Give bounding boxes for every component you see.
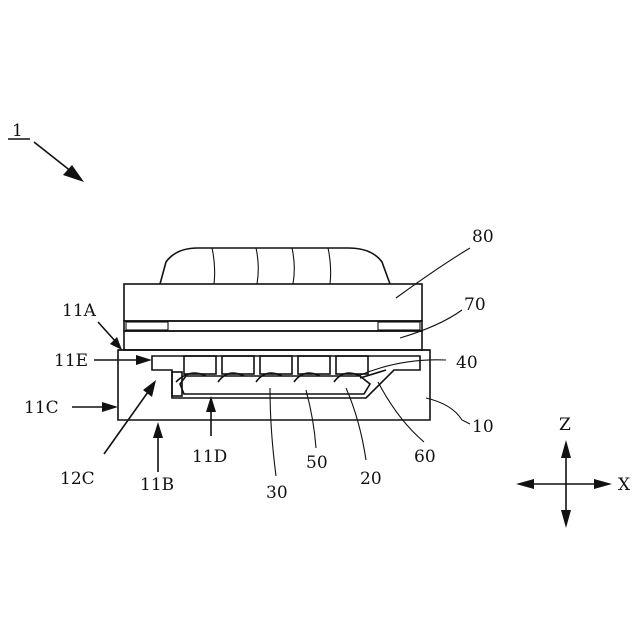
arrow-11A-head xyxy=(110,337,122,350)
leader-30 xyxy=(270,388,276,476)
arrow-11B-head xyxy=(153,422,163,438)
cap-cells xyxy=(184,356,368,374)
z-axis-down-arrow xyxy=(561,510,571,528)
x-axis-right-arrow xyxy=(594,479,612,489)
label-lens: 80 xyxy=(472,227,494,247)
label-cap: 40 xyxy=(456,353,478,373)
label-surface-corner: 12C xyxy=(60,469,95,489)
device-arrow-shaft xyxy=(34,142,72,172)
z-axis-up-arrow xyxy=(561,440,571,458)
label-surface-cavity-floor: 11D xyxy=(192,447,227,467)
label-solder: 50 xyxy=(306,453,328,473)
axis-indicator: Z X xyxy=(516,415,631,528)
cap-cell xyxy=(260,356,292,374)
spacer-right-pad xyxy=(378,322,420,330)
lens-bumps xyxy=(160,248,390,284)
leader-80 xyxy=(396,248,470,298)
label-surface-bottom: 11B xyxy=(140,475,174,495)
spacer-left-pad xyxy=(126,322,168,330)
leader-70 xyxy=(400,310,462,338)
arrow-12C-head xyxy=(143,380,156,397)
device-reference: 1 xyxy=(8,121,84,182)
axis-label-x: X xyxy=(618,475,631,495)
spacer-layer xyxy=(124,321,422,331)
label-fill: 60 xyxy=(414,447,436,467)
cap-cell xyxy=(298,356,330,374)
cover-layer xyxy=(124,331,422,350)
leader-40 xyxy=(358,360,446,376)
arrow-11E-head xyxy=(136,355,152,365)
x-axis-left-arrow xyxy=(516,479,534,489)
label-wire: 30 xyxy=(266,483,288,503)
cap-cell xyxy=(184,356,216,374)
lens-bump-dividers xyxy=(212,248,331,284)
leader-60 xyxy=(378,382,424,442)
label-substrate: 10 xyxy=(472,417,494,437)
label-surface-step: 11E xyxy=(54,351,88,371)
arrow-11C-head xyxy=(102,402,118,412)
substrate-body xyxy=(118,350,430,420)
label-chip: 20 xyxy=(360,469,382,489)
axis-label-z: Z xyxy=(559,415,571,435)
cap-cell xyxy=(336,356,368,374)
chip-layer xyxy=(180,376,370,394)
arrow-12C-shaft xyxy=(104,392,148,454)
arrow-11A-shaft xyxy=(98,322,116,342)
leader-lines xyxy=(270,248,470,476)
lens-body xyxy=(124,284,422,321)
label-device: 1 xyxy=(12,121,23,141)
cap-cell xyxy=(222,356,254,374)
label-spacer: 70 xyxy=(464,295,486,315)
leader-10 xyxy=(426,398,470,424)
label-surface-side: 11C xyxy=(24,398,59,418)
label-surface-top: 11A xyxy=(62,301,97,321)
